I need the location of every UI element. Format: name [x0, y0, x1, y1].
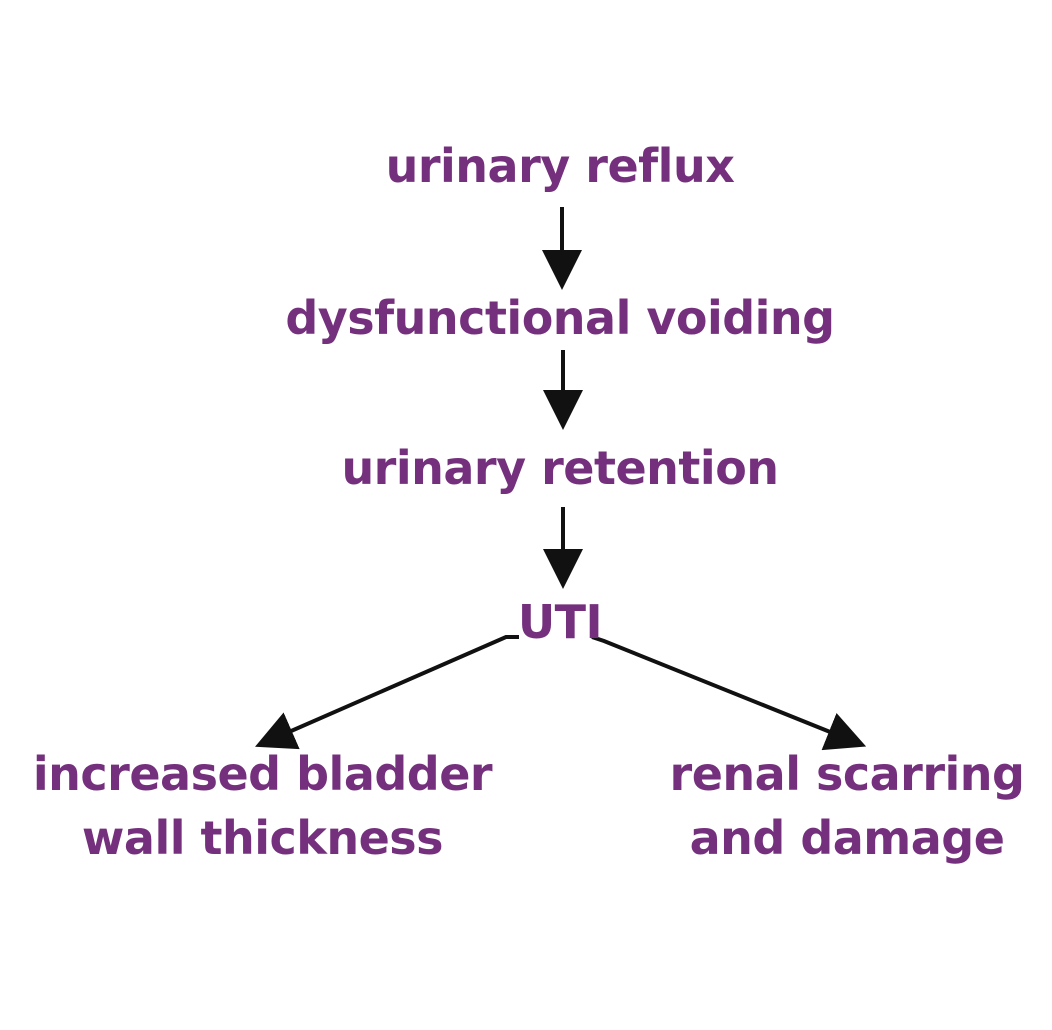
node-urinary-retention: urinary retention — [260, 436, 860, 500]
node-label: urinary reflux — [385, 139, 735, 193]
node-label-line-2: wall thickness — [81, 811, 444, 865]
node-uti: UTI — [460, 590, 660, 654]
arrow-uti-to-renal — [591, 635, 867, 751]
arrow-uti-to-bladder — [255, 635, 519, 750]
node-label: urinary retention — [341, 441, 779, 495]
node-label-line-1: increased bladder — [32, 747, 493, 801]
node-label-line-1: renal scarring — [669, 747, 1025, 801]
node-label-line-2: and damage — [689, 811, 1005, 865]
node-label: dysfunctional voiding — [285, 291, 835, 345]
node-urinary-reflux: urinary reflux — [260, 134, 860, 198]
node-renal-scarring-and-damage: renal scarring and damage — [642, 742, 1052, 870]
node-label: UTI — [517, 595, 603, 649]
node-increased-bladder-wall-thickness: increased bladder wall thickness — [0, 742, 525, 870]
node-dysfunctional-voiding: dysfunctional voiding — [230, 286, 890, 350]
